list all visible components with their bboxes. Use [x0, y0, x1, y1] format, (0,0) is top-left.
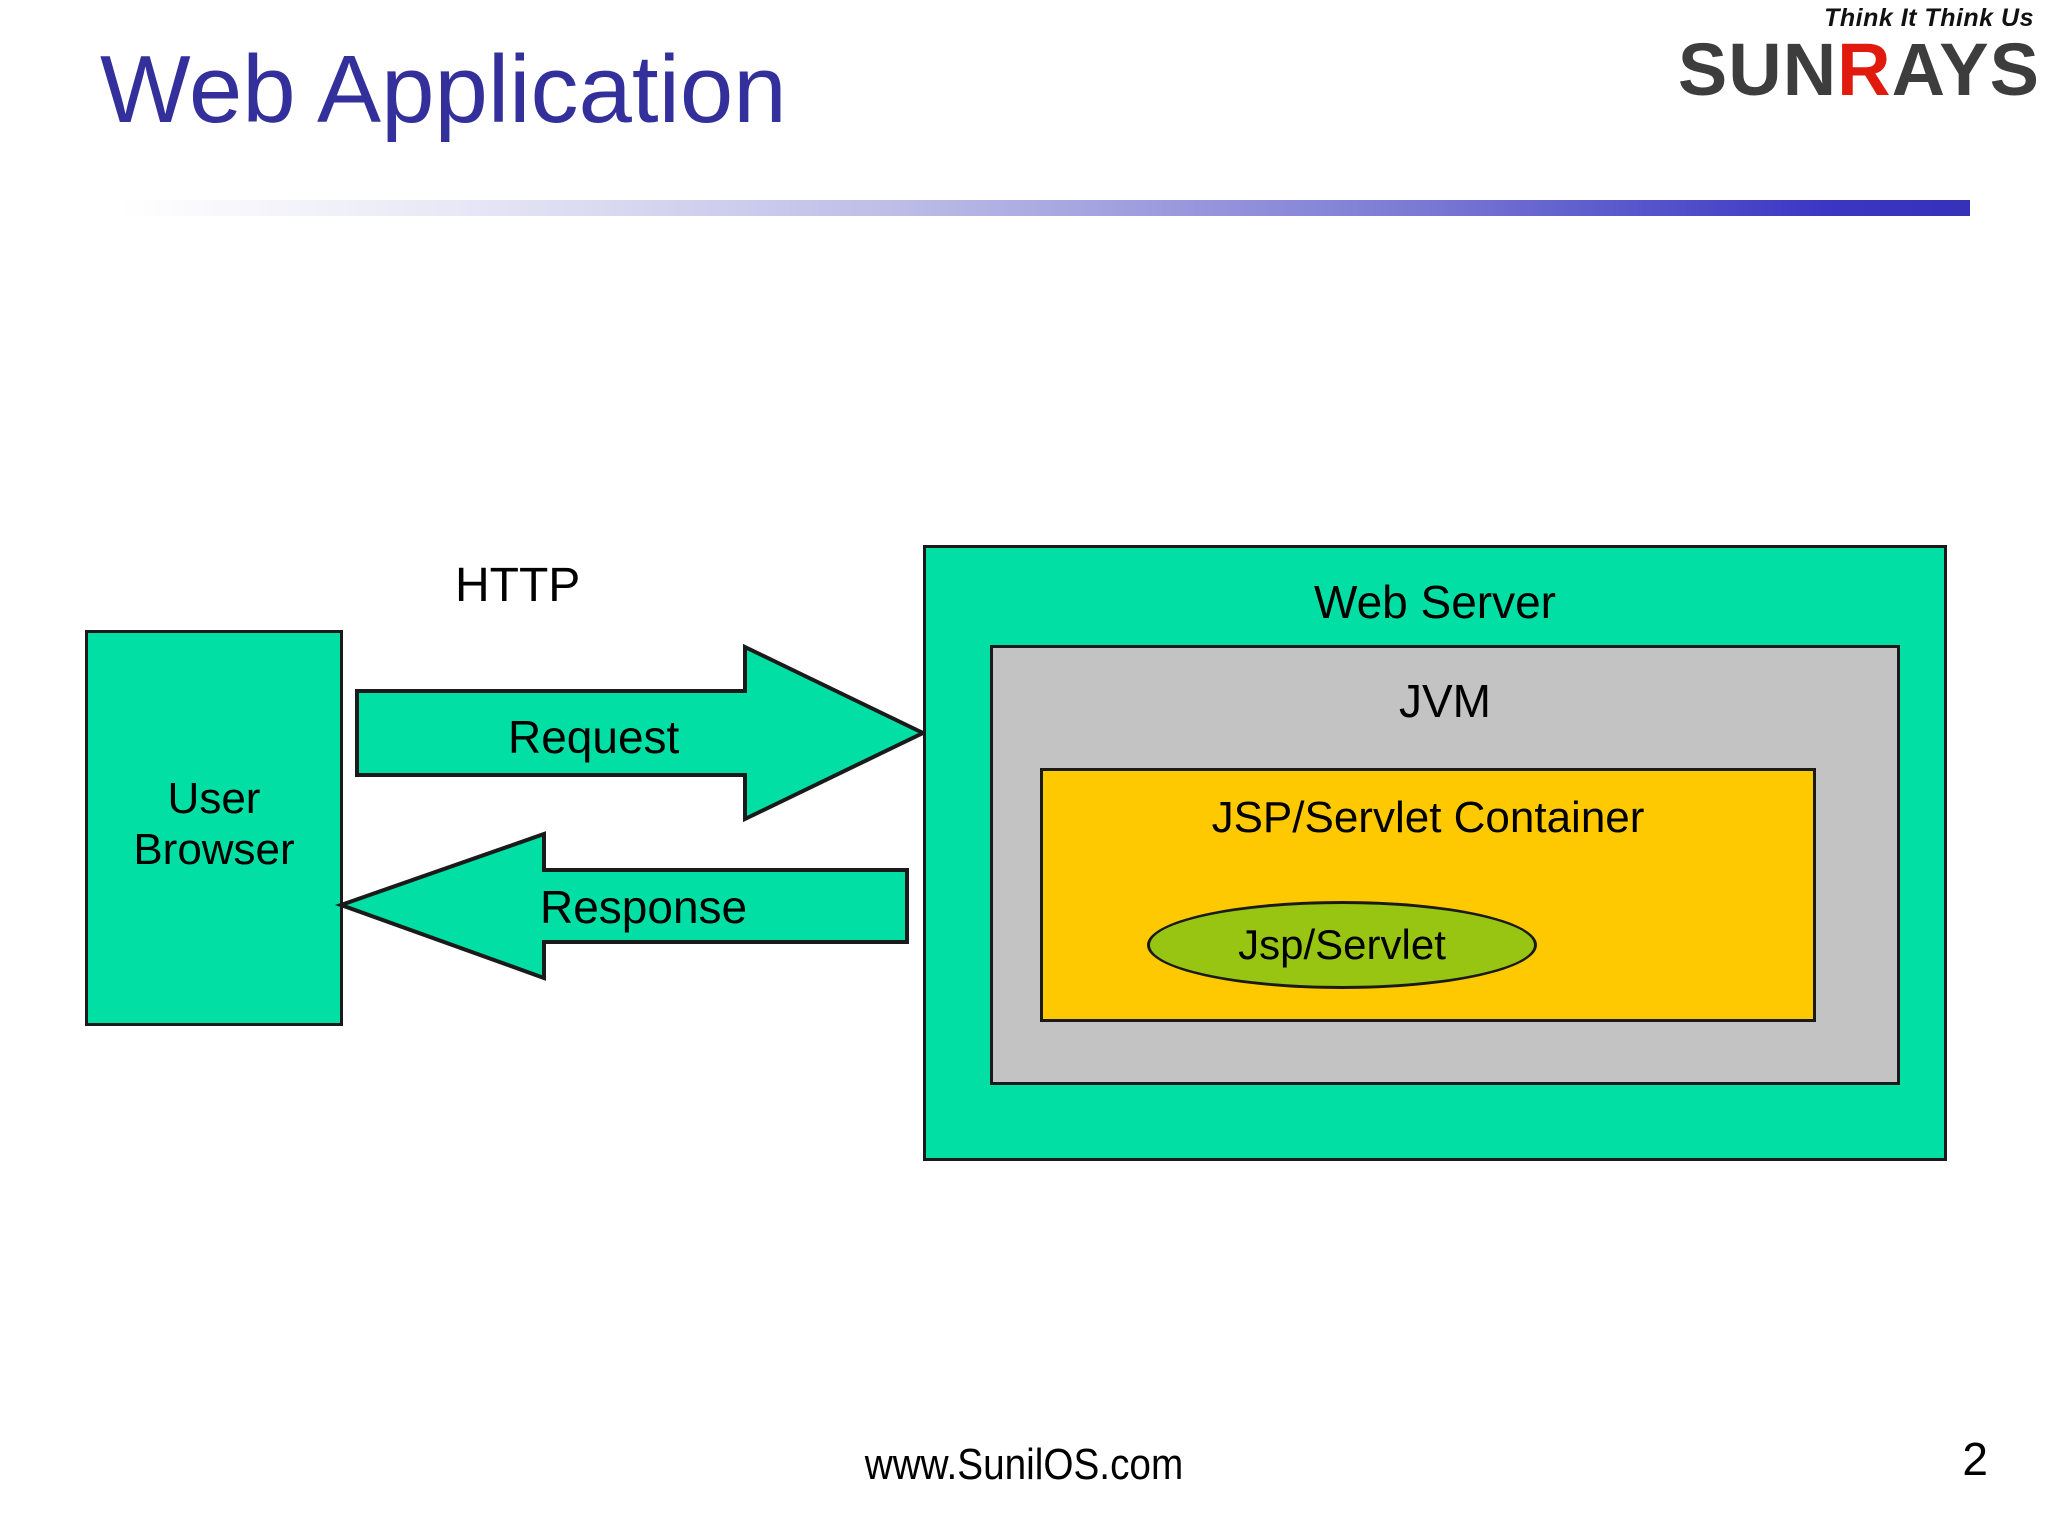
- logo-wordmark: SUNRAYS: [1678, 33, 2040, 107]
- response-arrow-label: Response: [540, 881, 748, 933]
- title-underline-rule: [120, 200, 1970, 216]
- user-browser-label: User Browser: [85, 774, 343, 875]
- logo-wordmark-accent-letter: R: [1837, 28, 1892, 111]
- footer-website-url: www.SunilOS.com: [864, 1440, 1184, 1489]
- jsp-servlet-container-label: JSP/Servlet Container: [1211, 793, 1645, 842]
- user-browser-label-line2: Browser: [133, 824, 295, 874]
- page-number: 2: [1962, 1433, 1988, 1485]
- jvm-label: JVM: [1399, 675, 1491, 727]
- user-browser-label-line1: User: [167, 774, 261, 823]
- page-title: Web Application: [100, 36, 787, 143]
- web-server-label: Web Server: [1313, 576, 1557, 628]
- logo-wordmark-part1: SUN: [1677, 28, 1838, 111]
- user-browser-box: [85, 630, 343, 1026]
- request-arrow: [355, 643, 928, 823]
- logo-tagline: Think It Think Us: [1824, 4, 2034, 32]
- logo-wordmark-part2: AYS: [1891, 28, 2040, 111]
- jsp-servlet-component-label: Jsp/Servlet: [1238, 921, 1446, 968]
- response-arrow: [335, 831, 909, 981]
- sunrays-logo: Think It Think Us SUNRAYS: [1678, 6, 2040, 107]
- http-protocol-label: HTTP: [455, 559, 581, 612]
- jsp-servlet-component-ellipse: Jsp/Servlet: [1147, 901, 1537, 989]
- request-arrow-label: Request: [508, 711, 680, 763]
